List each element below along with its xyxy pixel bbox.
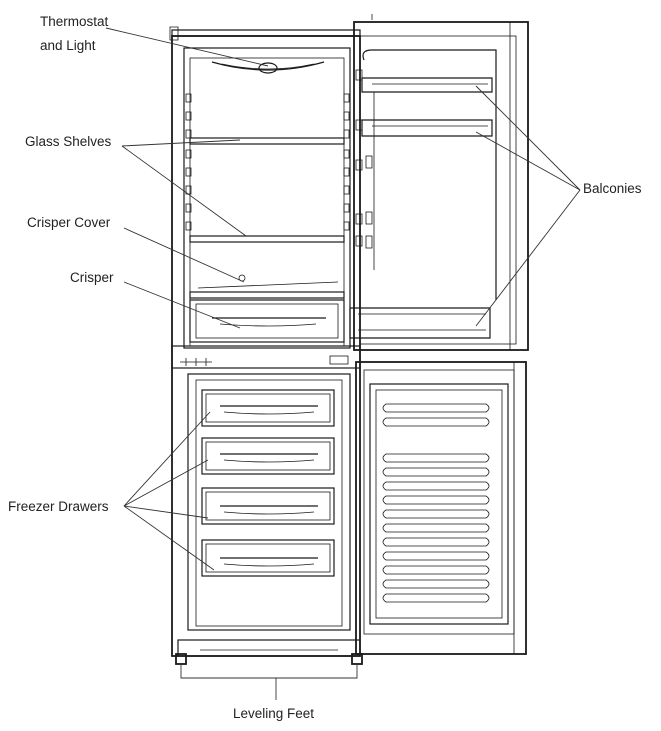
glass-shelf xyxy=(189,235,345,243)
label-thermostat-line2: and Light xyxy=(40,38,96,53)
evaporator-coils xyxy=(382,403,490,603)
leader-lines xyxy=(105,27,581,700)
label-leveling-feet: Leveling Feet xyxy=(233,706,314,721)
freezer-door xyxy=(355,361,527,655)
freezer-compartment xyxy=(187,373,351,631)
crisper-cover xyxy=(189,274,345,299)
door-balcony xyxy=(361,119,493,137)
label-freezer-drawers: Freezer Drawers xyxy=(8,499,109,514)
freezer-drawer xyxy=(201,437,335,475)
door-balcony xyxy=(361,77,493,93)
label-thermostat-line1: Thermostat xyxy=(40,14,109,29)
freezer-drawer xyxy=(201,539,335,577)
thermostat-light-housing xyxy=(211,61,325,74)
fridge-door xyxy=(353,14,529,351)
freezer-drawer xyxy=(201,389,335,427)
glass-shelf xyxy=(189,137,345,145)
compartment-divider xyxy=(171,345,361,369)
label-crisper: Crisper xyxy=(70,270,114,285)
label-crisper-cover: Crisper Cover xyxy=(27,215,111,230)
label-balconies: Balconies xyxy=(583,181,642,196)
freezer-drawer xyxy=(201,487,335,525)
crisper-drawer xyxy=(189,299,345,343)
cabinet-base xyxy=(177,639,361,657)
label-glass-shelves: Glass Shelves xyxy=(25,134,112,149)
door-balcony xyxy=(349,307,491,339)
